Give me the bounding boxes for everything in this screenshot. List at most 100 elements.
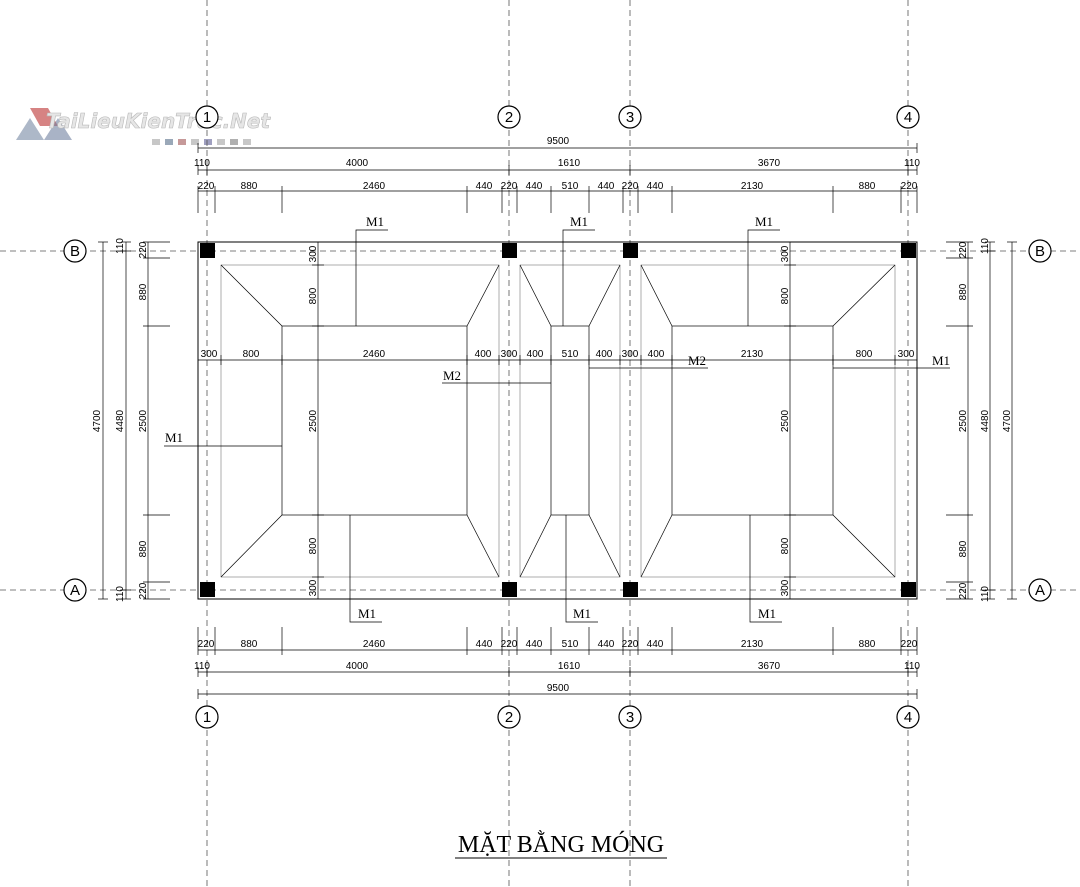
svg-text:4480: 4480 — [115, 409, 126, 432]
svg-text:440: 440 — [598, 181, 615, 192]
axis-marker-2-bottom: 2 — [497, 705, 521, 729]
svg-text:220: 220 — [138, 582, 149, 599]
svg-text:2500: 2500 — [308, 409, 319, 432]
svg-text:2460: 2460 — [363, 639, 386, 650]
svg-text:1: 1 — [203, 709, 211, 726]
svg-text:9500: 9500 — [547, 683, 570, 694]
svg-text:2130: 2130 — [741, 349, 764, 360]
svg-text:2460: 2460 — [363, 349, 386, 360]
svg-text:300: 300 — [780, 245, 791, 262]
axis-markers: 1 2 3 4 1 2 3 4 — [63, 105, 1052, 729]
axis-marker-2-top: 2 — [497, 105, 521, 129]
left-dimensions: 4700 110 4480 110 220 880 2500 880 220 — [92, 238, 170, 602]
svg-text:800: 800 — [308, 537, 319, 554]
svg-text:300: 300 — [622, 349, 639, 360]
svg-text:880: 880 — [138, 283, 149, 300]
axis-marker-3-bottom: 3 — [618, 705, 642, 729]
columns — [200, 243, 916, 597]
inner-horizontal-dimensions: 300 800 2460 400 300 400 510 400 300 400… — [198, 349, 917, 365]
svg-text:220: 220 — [501, 639, 518, 650]
svg-text:880: 880 — [859, 181, 876, 192]
svg-text:110: 110 — [904, 158, 920, 169]
svg-text:440: 440 — [526, 639, 543, 650]
svg-text:400: 400 — [648, 349, 665, 360]
column — [200, 243, 215, 258]
svg-text:300: 300 — [898, 349, 915, 360]
svg-text:2: 2 — [505, 709, 513, 726]
svg-text:400: 400 — [475, 349, 492, 360]
svg-text:2130: 2130 — [741, 181, 764, 192]
svg-text:300: 300 — [501, 349, 518, 360]
svg-text:220: 220 — [501, 181, 518, 192]
footing-labels: M1 M1 M1 M1 M1 M2 M2 M1 M1 M1 — [164, 214, 950, 623]
axis-marker-4-top: 4 — [896, 105, 920, 129]
axis-marker-b-left: B — [63, 239, 87, 263]
svg-text:880: 880 — [241, 181, 258, 192]
svg-text:2500: 2500 — [138, 409, 149, 432]
svg-text:400: 400 — [596, 349, 613, 360]
drawing-title: MẶT BẰNG MÓNG — [455, 831, 667, 859]
svg-text:510: 510 — [562, 639, 579, 650]
svg-text:800: 800 — [308, 287, 319, 304]
svg-text:110: 110 — [980, 586, 991, 602]
svg-text:4700: 4700 — [92, 409, 103, 432]
label-m1: M1 — [366, 214, 384, 229]
label-m1: M1 — [573, 606, 591, 621]
svg-text:4: 4 — [904, 709, 912, 726]
top-dimensions: 9500 110 4000 1610 3670 110 220 880 2460… — [194, 136, 920, 213]
svg-text:220: 220 — [198, 639, 215, 650]
svg-text:300: 300 — [308, 579, 319, 596]
svg-text:4000: 4000 — [346, 158, 369, 169]
inner-vertical-dimensions: 300 800 2500 800 300 300 800 2500 800 30… — [308, 242, 796, 599]
label-m1: M1 — [932, 353, 950, 368]
column — [901, 243, 916, 258]
svg-text:110: 110 — [194, 661, 210, 672]
svg-text:1610: 1610 — [558, 661, 581, 672]
axis-marker-4-bottom: 4 — [896, 705, 920, 729]
svg-text:800: 800 — [243, 349, 260, 360]
svg-text:110: 110 — [194, 158, 210, 169]
svg-text:300: 300 — [780, 579, 791, 596]
column — [901, 582, 916, 597]
footing-m1-right — [640, 264, 896, 578]
svg-text:110: 110 — [115, 586, 126, 602]
svg-text:300: 300 — [201, 349, 218, 360]
svg-text:220: 220 — [198, 181, 215, 192]
svg-text:110: 110 — [904, 661, 920, 672]
column — [623, 582, 638, 597]
axis-marker-1-bottom: 1 — [195, 705, 219, 729]
label-m1: M1 — [755, 214, 773, 229]
svg-text:220: 220 — [138, 241, 149, 258]
label-m1: M1 — [165, 430, 183, 445]
svg-text:440: 440 — [647, 181, 664, 192]
watermark-logo: TaiLieuKienTruc.Net — [16, 108, 272, 145]
svg-text:880: 880 — [958, 283, 969, 300]
label-m1: M1 — [570, 214, 588, 229]
axis-marker-1-top: 1 — [195, 105, 219, 129]
page-title: MẶT BẰNG MÓNG — [458, 831, 664, 858]
svg-text:4700: 4700 — [1002, 409, 1013, 432]
svg-text:440: 440 — [598, 639, 615, 650]
axis-marker-3-top: 3 — [618, 105, 642, 129]
svg-text:220: 220 — [901, 639, 918, 650]
right-dimensions: 220 880 2500 880 220 110 4480 110 4700 — [946, 238, 1017, 602]
svg-text:220: 220 — [901, 181, 918, 192]
svg-text:4000: 4000 — [346, 661, 369, 672]
svg-text:B: B — [70, 243, 80, 260]
watermark-text: TaiLieuKienTruc.Net — [46, 109, 271, 133]
svg-text:220: 220 — [958, 582, 969, 599]
svg-text:3: 3 — [626, 709, 634, 726]
svg-text:2130: 2130 — [741, 639, 764, 650]
svg-text:A: A — [1035, 582, 1045, 599]
svg-text:3670: 3670 — [758, 158, 781, 169]
svg-text:1610: 1610 — [558, 158, 581, 169]
label-m1: M1 — [358, 606, 376, 621]
svg-text:880: 880 — [241, 639, 258, 650]
column — [502, 582, 517, 597]
label-m2: M2 — [688, 353, 706, 368]
svg-text:4: 4 — [904, 109, 912, 126]
svg-text:300: 300 — [308, 245, 319, 262]
